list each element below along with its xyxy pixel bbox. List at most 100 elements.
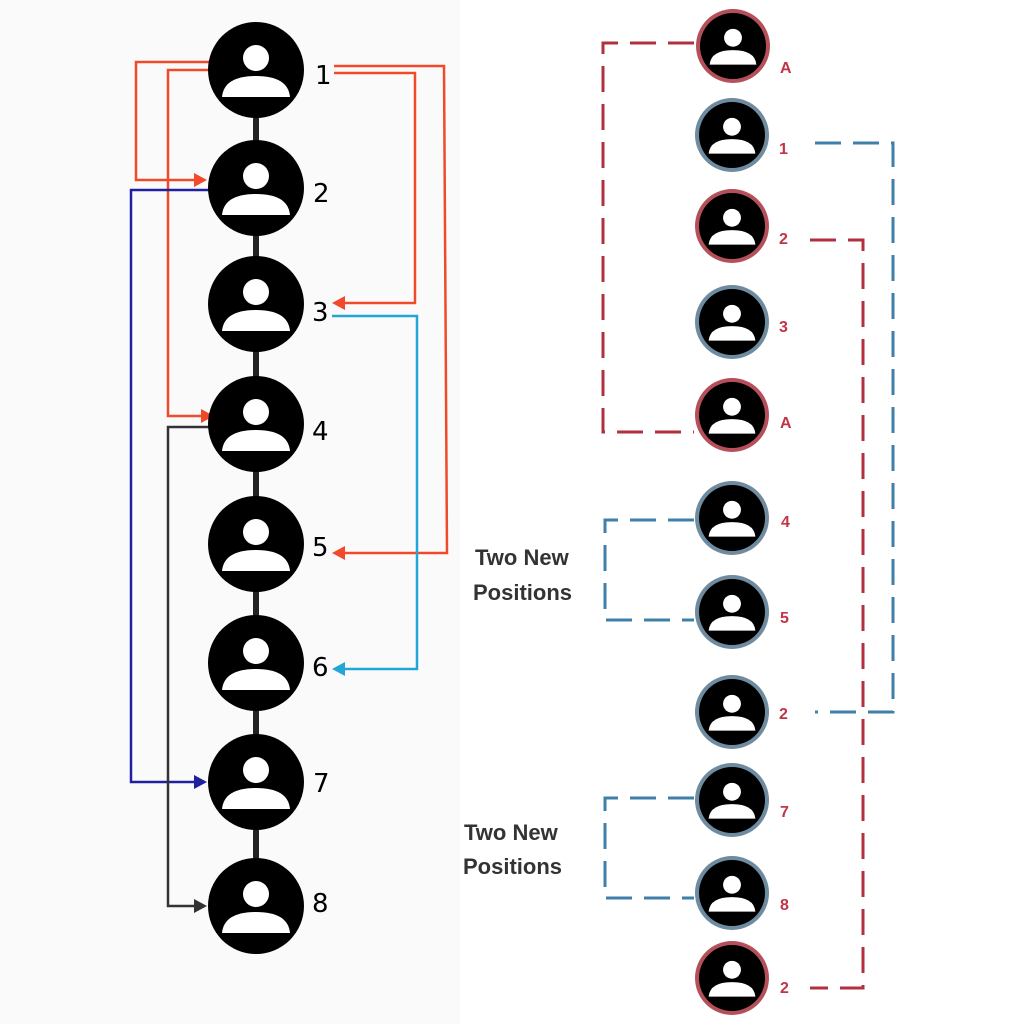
link-1-to-5-arrow	[334, 64, 449, 555]
right-node: 2	[695, 189, 788, 263]
person-head	[243, 279, 269, 305]
person-icon	[695, 98, 769, 172]
person-head	[723, 397, 741, 416]
person-body	[708, 139, 756, 154]
person-icon	[208, 256, 304, 352]
right-node-label: 2	[779, 231, 788, 248]
right-node-label: 4	[781, 514, 790, 531]
person-icon	[696, 9, 770, 83]
right-node-label: 5	[780, 610, 789, 627]
arrowhead	[332, 296, 345, 310]
caption-line: Two New	[464, 820, 559, 845]
person-head	[723, 500, 741, 519]
right-node-label: A	[780, 415, 792, 432]
right-node-label: 7	[780, 804, 789, 821]
left-node-8: 8	[208, 858, 329, 954]
link-1-to-3-arrow	[334, 71, 417, 305]
right-node-label: A	[780, 60, 792, 77]
right-node-column: A 1 2 3 A 4 5	[695, 9, 792, 1015]
arrowhead	[194, 173, 207, 187]
left-node-5: 5	[208, 496, 329, 592]
person-body	[708, 230, 756, 245]
right-node: A	[696, 9, 792, 83]
left-node-4: 4	[208, 376, 329, 472]
right-node: A	[695, 378, 792, 452]
left-node-7: 7	[208, 734, 330, 830]
person-body	[222, 912, 290, 933]
person-head	[723, 208, 741, 227]
link-3-to-6-arrow	[332, 314, 419, 671]
person-head	[723, 782, 741, 801]
person-head	[243, 45, 269, 71]
left-node-1: 1	[208, 22, 332, 118]
person-icon	[695, 575, 769, 649]
right-node: 2	[695, 941, 789, 1015]
person-icon	[208, 376, 304, 472]
person-head	[723, 117, 741, 136]
right-node-label: 3	[779, 319, 788, 336]
person-head	[723, 694, 741, 713]
person-body	[708, 326, 756, 341]
person-body	[222, 76, 290, 97]
right-node: 2	[695, 675, 788, 749]
person-head	[243, 881, 269, 907]
link-1-to-4-arrow	[166, 68, 210, 418]
person-body	[222, 194, 290, 215]
person-head	[723, 304, 741, 323]
bracket-2-to-2	[810, 238, 865, 990]
link-2-to-7-arrow	[129, 188, 210, 784]
person-icon	[208, 734, 304, 830]
bracket-A-to-A	[601, 41, 694, 434]
left-node-3: 3	[208, 256, 329, 352]
person-body	[708, 804, 756, 819]
arrowhead	[194, 775, 207, 789]
left-node-label: 4	[312, 417, 329, 447]
person-head	[243, 519, 269, 545]
left-node-label: 6	[312, 653, 329, 683]
person-icon	[695, 189, 769, 263]
person-icon	[695, 481, 769, 555]
person-body	[709, 50, 757, 65]
person-body	[708, 982, 756, 997]
person-icon	[208, 858, 304, 954]
right-node: 1	[695, 98, 788, 172]
left-node-label: 7	[313, 769, 330, 799]
person-body	[222, 430, 290, 451]
person-icon	[208, 22, 304, 118]
person-body	[222, 669, 290, 690]
person-body	[222, 788, 290, 809]
arrowhead	[332, 662, 345, 676]
person-icon	[208, 140, 304, 236]
right-node: 5	[695, 575, 789, 649]
person-icon	[695, 378, 769, 452]
bracket-1-to-2	[815, 141, 895, 714]
arrowhead	[332, 546, 345, 560]
person-body	[708, 616, 756, 631]
right-node-label: 8	[780, 897, 789, 914]
left-links	[129, 60, 449, 913]
person-body	[222, 550, 290, 571]
person-body	[708, 897, 756, 912]
arrowhead	[194, 899, 207, 913]
bracket-new-positions-7-8	[603, 796, 694, 900]
person-head	[723, 960, 741, 979]
person-icon	[695, 763, 769, 837]
left-node-2: 2	[208, 140, 330, 236]
caption-line: Positions	[463, 854, 562, 879]
link-4-to-8-arrow	[166, 425, 210, 908]
left-node-label: 5	[312, 533, 329, 563]
left-node-6: 6	[208, 615, 329, 711]
person-head	[723, 875, 741, 894]
person-body	[708, 522, 756, 537]
person-head	[243, 399, 269, 425]
right-brackets	[601, 41, 895, 990]
left-node-label: 2	[313, 179, 330, 209]
left-node-label: 8	[312, 889, 329, 919]
person-icon	[208, 496, 304, 592]
person-icon	[695, 941, 769, 1015]
left-node-label: 1	[315, 61, 332, 91]
person-icon	[695, 285, 769, 359]
person-head	[243, 163, 269, 189]
